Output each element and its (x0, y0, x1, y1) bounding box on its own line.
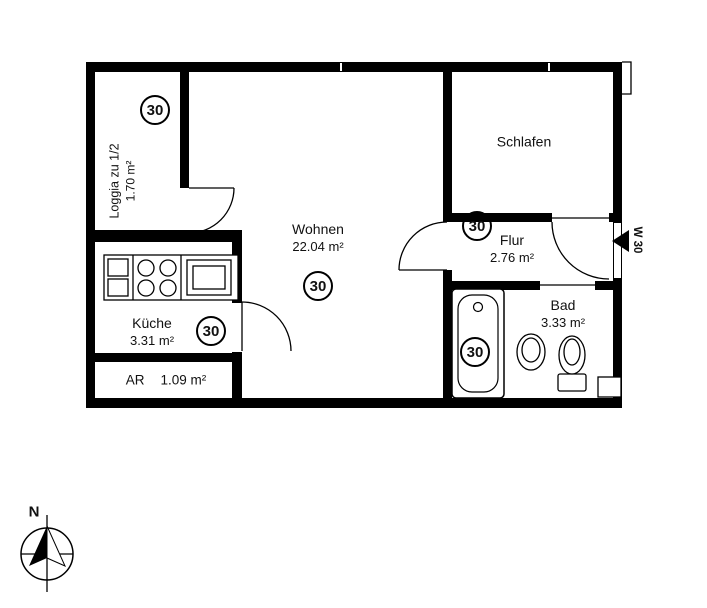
loggia-door-arc (188, 187, 235, 234)
room-name-schlafen: Schlafen (496, 133, 552, 150)
room-name-flur: Flur (499, 232, 525, 249)
entrance-marker-icon (612, 230, 629, 252)
flur-door-arc (398, 221, 448, 271)
room-area-flur: 2.76 m² (489, 249, 535, 265)
room-area-wohnen: 22.04 m² (292, 238, 344, 254)
room-label-bad: Bad 3.33 m² (541, 297, 585, 331)
door-arcs-layer (188, 187, 610, 352)
schlafen-door-arc (551, 221, 610, 280)
unit-number-badge-bad: 30 (460, 337, 490, 367)
room-name-loggia: Loggia zu 1/2 (107, 143, 122, 219)
room-label-schlafen: Schlafen (497, 133, 551, 151)
kitchen-unit-icon (103, 254, 239, 301)
room-label-wohnen: Wohnen 22.04 m² (292, 221, 344, 255)
room-area-bad: 3.33 m² (540, 314, 586, 330)
kitchen-door-arc (241, 301, 292, 352)
kitchen-sink-icon (107, 258, 129, 297)
unit-number-badge-loggia: 30 (140, 95, 170, 125)
shaft-box (597, 376, 622, 398)
washbasin-icon (516, 333, 546, 371)
walls-layer (86, 62, 622, 408)
room-area-kueche: 3.31 m² (129, 332, 175, 348)
room-label-loggia: Loggia zu 1/2 1.70 m² (108, 143, 139, 218)
unit-number-badge-flur: 30 (462, 211, 492, 241)
entrance-label: W 30 (631, 226, 644, 254)
wall-joint-ticks (340, 63, 550, 71)
north-compass-icon (20, 515, 74, 592)
room-label-ar: AR 1.09 m² (126, 373, 207, 390)
unit-number-badge-wohnen: 30 (303, 271, 333, 301)
room-label-flur: Flur 2.76 m² (490, 232, 534, 266)
toilet-icon (557, 335, 587, 392)
room-label-kueche: Küche 3.31 m² (130, 315, 174, 349)
room-name-ar: AR (125, 372, 145, 388)
room-name-bad: Bad (550, 297, 576, 314)
compass-north-label: N (28, 503, 40, 521)
room-name-wohnen: Wohnen (292, 221, 344, 238)
building-step-line (622, 61, 632, 95)
room-area-loggia: 1.70 m² (123, 160, 138, 202)
room-name-kueche: Küche (132, 315, 172, 332)
entrance-opening (613, 222, 622, 279)
unit-number-badge-kueche: 30 (196, 316, 226, 346)
room-area-ar: 1.09 m² (160, 372, 207, 388)
stove-burners-icon (137, 259, 177, 297)
